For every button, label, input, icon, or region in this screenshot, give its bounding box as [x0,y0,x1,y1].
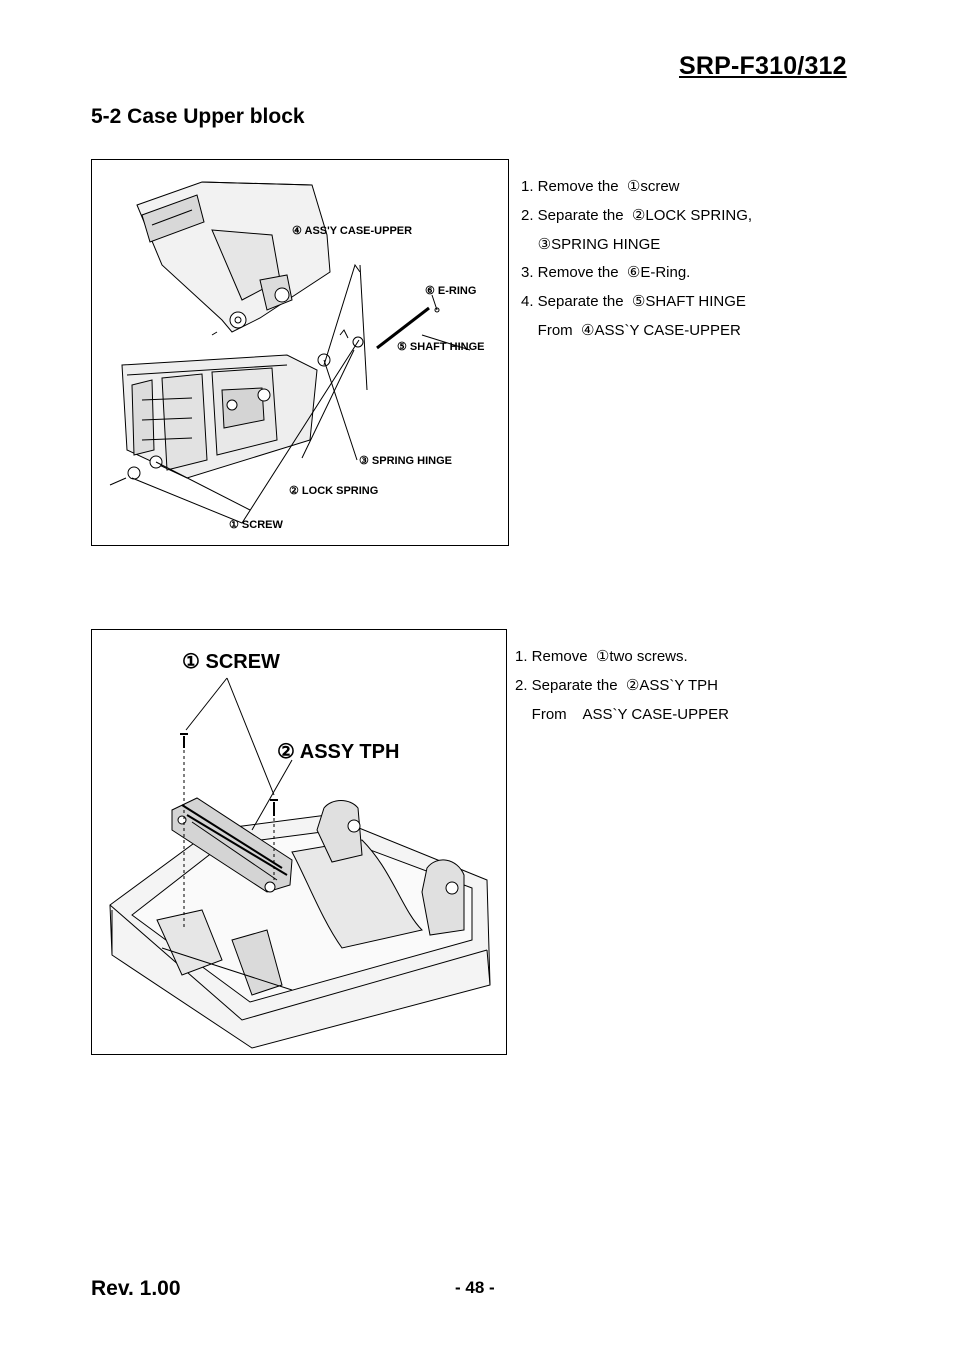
label-screw-large: ① SCREW [182,651,280,673]
case-upper-exploded-drawing: ④ ASS'Y CASE-UPPER ⑥ E-RING ⑤ SHAFT HING… [109,181,484,531]
section-title: 5-2 Case Upper block [91,105,305,128]
revision-label: Rev. 1.00 [91,1277,181,1300]
step-line: 1. Remove ①two screws. [515,648,688,665]
figure-case-upper-exploded: ④ ASS'Y CASE-UPPER ⑥ E-RING ⑤ SHAFT HING… [91,159,509,546]
figure1-instructions: 1. Remove the ①screw 2. Separate the ②LO… [521,173,752,346]
label-e-ring: ⑥ E-RING [425,285,476,297]
page-number: - 48 - [455,1278,495,1297]
assy-tph-drawing: ① SCREW ② ASSY TPH [109,651,491,1049]
step-line: 4. Separate the ⑤SHAFT HINGE [521,293,746,311]
figure-assy-tph-removal: ① SCREW ② ASSY TPH [91,629,507,1055]
document-model-title: SRP-F310/312 [679,52,847,80]
step-line: From ASS`Y CASE-UPPER [515,705,729,723]
step-line: ③SPRING HINGE [521,235,661,253]
step-line: 2. Separate the ②LOCK SPRING, [521,206,753,224]
step-line: 1. Remove the ①screw [521,178,680,195]
label-spring-hinge: ③ SPRING HINGE [359,455,452,467]
step-line: From ④ASS`Y CASE-UPPER [521,321,741,339]
label-case-upper: ④ ASS'Y CASE-UPPER [292,225,412,237]
figure2-instructions: 1. Remove ①two screws. 2. Separate the ②… [515,643,729,729]
label-assy-tph: ② ASSY TPH [277,741,399,763]
label-screw: ① SCREW [229,519,283,531]
step-line: 2. Separate the ②ASS`Y TPH [515,676,718,694]
label-shaft-hinge: ⑤ SHAFT HINGE [397,341,484,353]
label-lock-spring: ② LOCK SPRING [289,485,378,497]
step-line: 3. Remove the ⑥E-Ring. [521,264,691,282]
